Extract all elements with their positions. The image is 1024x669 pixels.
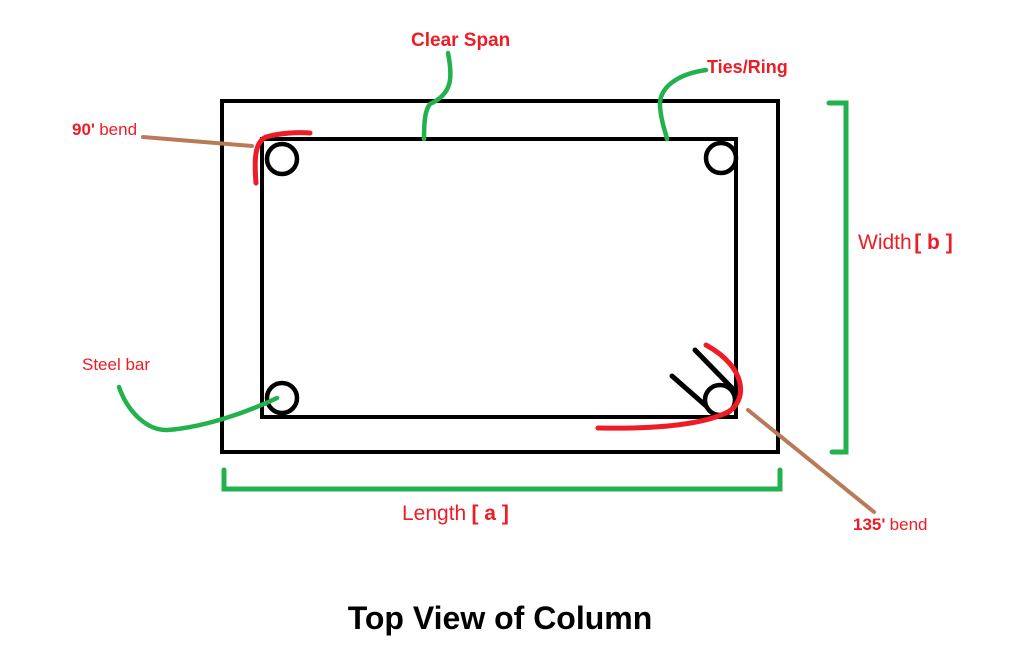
steel-bar-circle-top-right (703, 140, 739, 176)
bend-135-text: bend (889, 515, 928, 534)
bend-135-mark (595, 342, 743, 431)
length-dimension-bracket (221, 467, 783, 492)
label-steel-bar: Steel bar (82, 355, 151, 374)
ties-ring-leader-line (657, 67, 709, 142)
bend-135-leader-line (746, 408, 876, 514)
width-symbol: [ b ] (914, 231, 953, 254)
bend-90-leader-line (141, 135, 254, 148)
label-ties-ring: Ties/Ring (707, 57, 788, 77)
bend-135-value: 135' (853, 515, 886, 534)
steel-bar-circle-bottom-left (264, 380, 300, 416)
length-text: Length (402, 502, 467, 525)
bend-90-mark (252, 130, 313, 186)
label-90-bend: 90'bend (72, 120, 138, 140)
steel-bar-leader-line (116, 384, 280, 433)
tie-hook-leg-1 (692, 347, 735, 391)
label-width: Width[ b ] (858, 231, 953, 254)
tie-ring-outline (260, 137, 738, 419)
length-symbol: [ a ] (471, 502, 509, 525)
label-135-bend: 135'bend (853, 515, 928, 535)
label-clear-span: Clear Span (411, 30, 511, 51)
concrete-column-outline (220, 99, 780, 454)
clear-span-leader-line (421, 50, 453, 142)
steel-bar-circle-top-left (264, 141, 300, 177)
bend-90-text: bend (99, 120, 138, 139)
label-length: Length[ a ] (402, 502, 509, 525)
width-dimension-bracket (826, 100, 849, 455)
page-title: Top View of Column (347, 600, 653, 636)
bend-90-value: 90' (72, 120, 95, 139)
width-text: Width (858, 231, 912, 254)
